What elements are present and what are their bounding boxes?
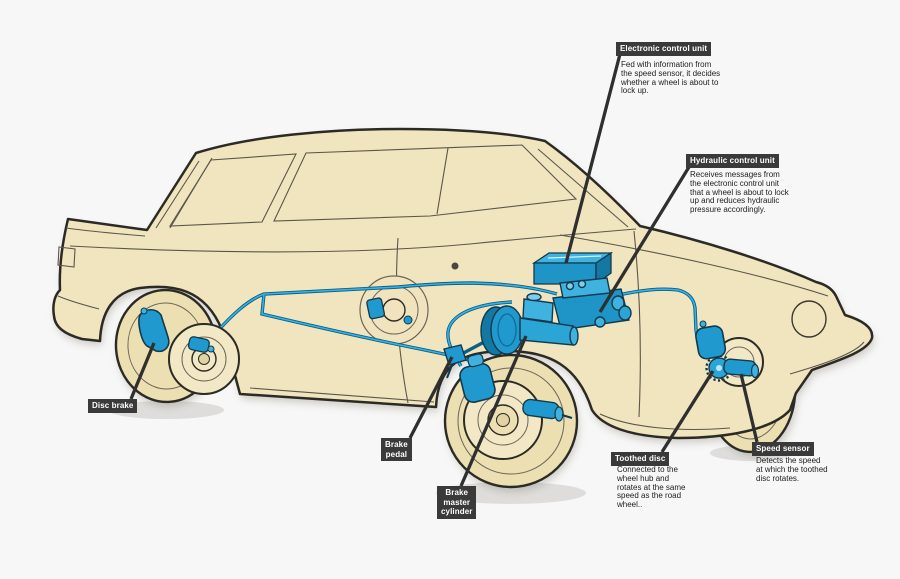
note-electronic-control-unit: Fed with information from the speed sens… (621, 60, 721, 96)
note-hydraulic-control-unit: Receives messages from the electronic co… (690, 170, 789, 215)
rear-disc-brake (138, 307, 240, 395)
label-electronic-control-unit: Electronic control unit (616, 42, 712, 56)
rear-caliper (138, 308, 170, 353)
headlight (791, 300, 827, 338)
leader-brake-pedal (408, 356, 454, 439)
label-speed-sensor: Speed sensor (752, 442, 814, 456)
label-disc-brake: Disc brake (88, 399, 138, 413)
front-near-brake (459, 353, 573, 460)
leader-ecu (564, 53, 622, 264)
rear-far-drum (359, 275, 429, 345)
label-hydraulic-control-unit: Hydraulic control unit (686, 154, 779, 168)
cowl-detail (451, 262, 459, 270)
label-toothed-disc: Toothed disc (611, 452, 670, 466)
leader-speed-sensor (739, 373, 759, 443)
label-brake-master-cylinder: Brake master cylinder (437, 486, 477, 519)
leader-disc-brake (129, 342, 156, 400)
note-toothed-disc: Connected to the wheel hub and rotates a… (617, 465, 686, 510)
leader-master-cylinder (459, 335, 528, 487)
note-speed-sensor: Detects the speed at which the toothed d… (756, 456, 828, 483)
label-brake-pedal: Brake pedal (381, 438, 412, 461)
front-far-caliper (695, 325, 727, 360)
hydraulic-unit-graphic (552, 277, 632, 331)
leader-lines (129, 53, 759, 487)
leader-toothed-disc (660, 370, 715, 453)
leader-hydraulic (598, 166, 691, 313)
master-cylinder-graphic (480, 292, 579, 356)
ecu-graphic (531, 251, 614, 286)
front-near-speed-sensor (522, 398, 573, 422)
front-far-brake (695, 320, 764, 387)
speed-sensor-graphic (723, 358, 760, 379)
